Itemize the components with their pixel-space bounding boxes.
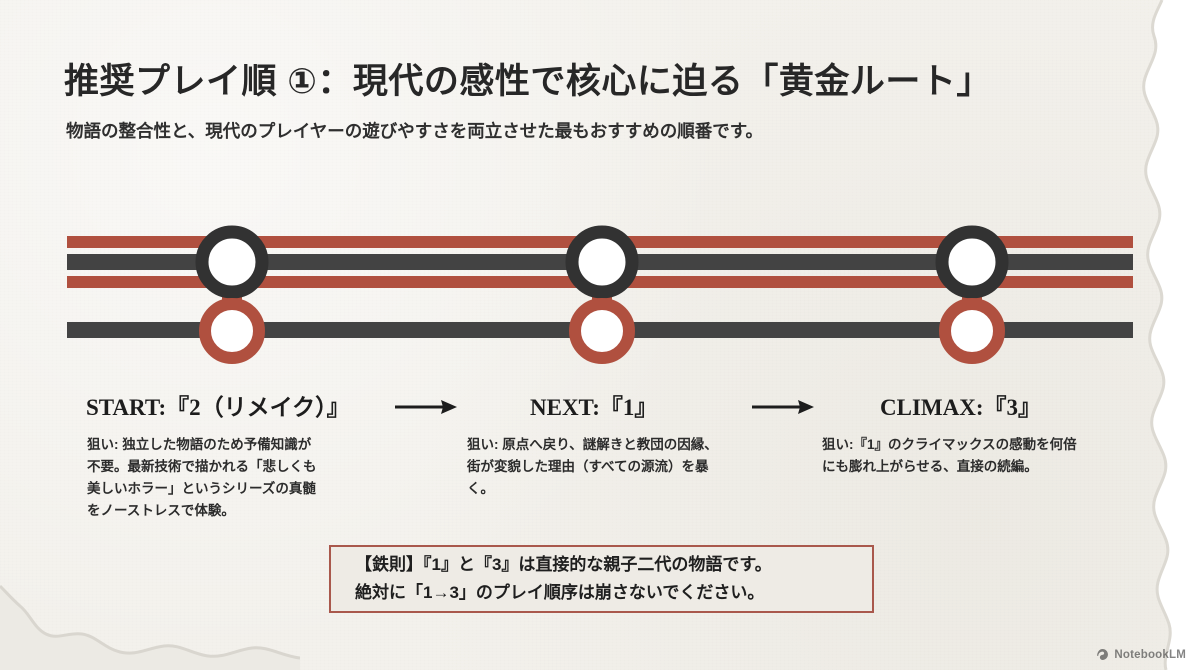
step-label-start: START:『2（リメイク）』 (86, 395, 350, 420)
timeline-node-1 (195, 225, 269, 364)
page-title: 推奨プレイ順 ①：現代の感性で核心に迫る「黄金ルート」 (64, 62, 992, 101)
notebooklm-watermark: NotebookLM (1096, 648, 1186, 661)
page-subtitle: 物語の整合性と、現代のプレイヤーの遊びやすさを両立させた最もおすすめの順番です。 (66, 121, 764, 141)
step-label-climax: CLIMAX:『3』 (880, 395, 1041, 420)
timeline-node-3 (935, 225, 1009, 364)
step-description-start: 狙い: 独立した物語のため予備知識が不要。最新技術で描かれる「悲しくも美しいホラ… (87, 437, 317, 518)
arrow-right-icon (752, 398, 814, 416)
notebooklm-icon (1096, 648, 1109, 661)
notebooklm-label: NotebookLM (1114, 648, 1186, 661)
callout-line-1: 【鉄則】『1』と『3』は直接的な親子二代の物語です。 (355, 555, 772, 575)
arrow-right-icon (395, 398, 457, 416)
timeline-node-2 (565, 225, 639, 364)
step-description-climax: 狙い:『1』のクライマックスの感動を何倍にも膨れ上がらせる、直接の続編。 (822, 437, 1077, 474)
step-label-next: NEXT:『1』 (530, 395, 658, 420)
rule-callout-box: 【鉄則】『1』と『3』は直接的な親子二代の物語です。 絶対に「1→3」のプレイ順… (329, 545, 874, 613)
callout-line-2: 絶対に「1→3」のプレイ順序は崩さないでください。 (355, 583, 765, 602)
step-description-next: 狙い: 原点へ戻り、謎解きと教団の因縁、街が変貌した理由（すべての源流）を暴く。 (467, 437, 718, 496)
